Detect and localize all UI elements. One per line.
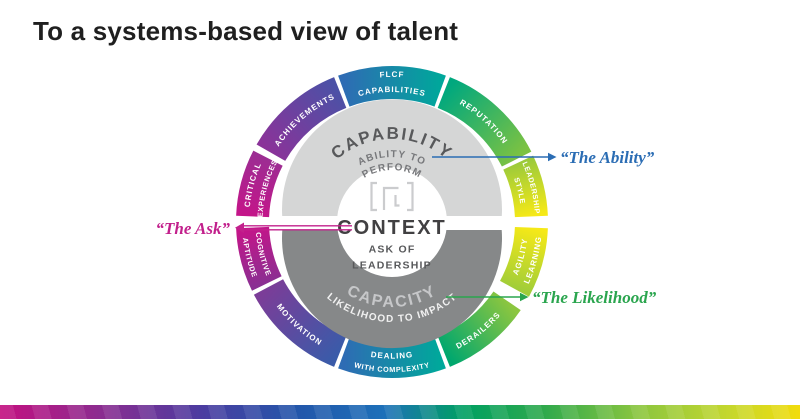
segment-flcf-capabilities xyxy=(338,66,446,107)
ability-arrow xyxy=(432,152,557,162)
likelihood-arrow xyxy=(446,292,529,302)
ask-arrow xyxy=(235,222,352,234)
segment-leadership-style xyxy=(503,155,548,218)
annotation-the-ability: “The Ability” xyxy=(560,148,655,167)
segment-derailers xyxy=(437,291,521,367)
page-title: To a systems-based view of talent xyxy=(33,16,459,46)
segment-critical-experiences xyxy=(236,150,283,218)
label-capabilities: CAPABILITIES xyxy=(357,85,427,98)
segment-motivation xyxy=(253,278,347,367)
annotation-the-likelihood: “The Likelihood” xyxy=(532,288,657,307)
segment-achievements xyxy=(256,77,347,162)
context-circle xyxy=(337,167,447,277)
fl-logo-icon xyxy=(370,181,414,212)
label-dealing: DEALING xyxy=(370,350,413,361)
context-subtitle-1: ASK OF xyxy=(369,244,416,256)
capability-half-disc xyxy=(282,99,503,216)
footer-gradient-bar xyxy=(0,405,800,419)
outer-ring xyxy=(236,66,548,378)
context-title: CONTEXT xyxy=(337,217,447,239)
context-labels: CONTEXT ASK OF LEADERSHIP xyxy=(337,217,447,272)
segment-learning-agility xyxy=(499,226,548,297)
segment-dealing-with-complexity xyxy=(338,337,446,378)
capacity-half-disc xyxy=(282,230,502,349)
segment-reputation xyxy=(437,77,532,167)
label-flcf: FLCF xyxy=(379,70,404,80)
segment-cognitive-aptitude xyxy=(236,226,282,291)
annotation-the-ask: “The Ask” xyxy=(156,219,231,238)
context-subtitle-2: LEADERSHIP xyxy=(352,260,432,272)
